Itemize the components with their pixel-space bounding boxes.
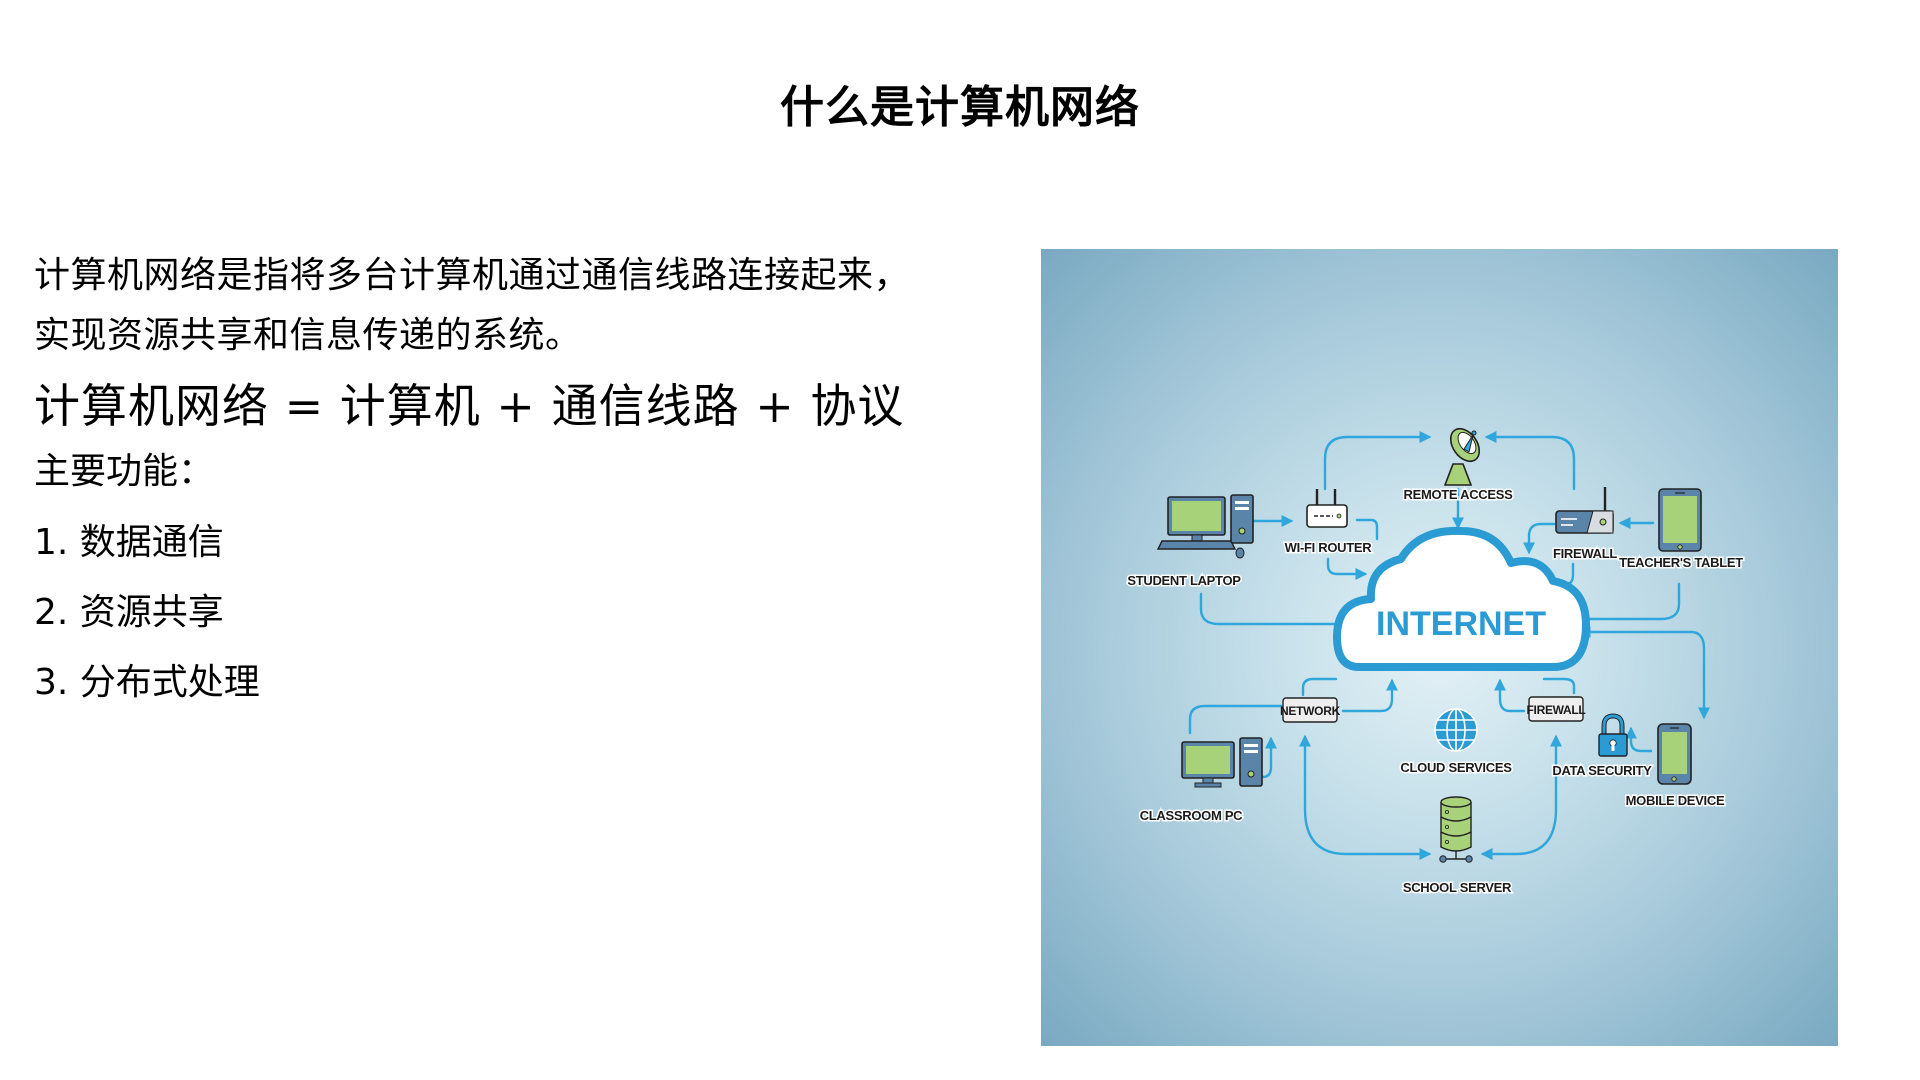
network-diagram: INTERNET REMOTE ACCESS STUDENT LAPTOP bbox=[1126, 427, 1745, 897]
globe-icon bbox=[1434, 708, 1478, 752]
functions-list: 1. 数据通信 2. 资源共享 3. 分布式处理 bbox=[34, 508, 1014, 718]
functions-heading: 主要功能： bbox=[34, 451, 215, 492]
function-item: 3. 分布式处理 bbox=[34, 662, 260, 703]
wifi-router-icon bbox=[1306, 489, 1348, 528]
desktop-computer-icon bbox=[1156, 494, 1254, 559]
label-mobile-device: MOBILE DEVICE bbox=[1626, 793, 1725, 808]
internet-label: INTERNET bbox=[1376, 605, 1546, 643]
label-school-server: SCHOOL SERVER bbox=[1403, 880, 1512, 895]
label-firewall-bottom: FIREWALL bbox=[1527, 703, 1586, 717]
label-remote-access: REMOTE ACCESS bbox=[1403, 487, 1513, 502]
function-item: 2. 资源共享 bbox=[34, 592, 224, 633]
flow-arrows bbox=[1188, 431, 1710, 860]
satellite-dish-icon bbox=[1443, 427, 1481, 486]
label-data-security: DATA SECURITY bbox=[1552, 763, 1652, 778]
label-network: NETWORK bbox=[1280, 704, 1341, 718]
label-teachers-tablet: TEACHER'S TABLET bbox=[1619, 555, 1743, 570]
slide-title: 什么是计算机网络 bbox=[780, 82, 1140, 133]
text-column: 计算机网络是指将多台计算机通过通信线路连接起来， 实现资源共享和信息传递的系统。… bbox=[34, 246, 1014, 718]
network-formula: 计算机网络 = 计算机 + 通信线路 + 协议 bbox=[34, 379, 905, 433]
firewall-box: FIREWALL bbox=[1527, 696, 1586, 722]
label-firewall-top: FIREWALL bbox=[1553, 546, 1617, 561]
classroom-pc-icon bbox=[1181, 737, 1263, 788]
network-box: NETWORK bbox=[1280, 697, 1341, 723]
smartphone-icon bbox=[1657, 723, 1692, 785]
tablet-icon bbox=[1658, 488, 1702, 552]
label-wifi-router: WI-FI ROUTER bbox=[1285, 540, 1373, 555]
function-item: 1. 数据通信 bbox=[34, 522, 224, 563]
internet-cloud: INTERNET bbox=[1333, 526, 1590, 671]
label-student-laptop: STUDENT LAPTOP bbox=[1127, 573, 1241, 588]
label-classroom-pc: CLASSROOM PC bbox=[1140, 808, 1243, 823]
definition-line-2: 实现资源共享和信息传递的系统。 bbox=[34, 315, 582, 356]
definition-line-1: 计算机网络是指将多台计算机通过通信线路连接起来， bbox=[34, 255, 911, 296]
label-cloud-services: CLOUD SERVICES bbox=[1400, 760, 1512, 775]
database-server-icon bbox=[1439, 796, 1473, 863]
padlock-icon bbox=[1598, 713, 1628, 757]
firewall-device-icon bbox=[1555, 487, 1614, 534]
network-diagram-image: INTERNET REMOTE ACCESS STUDENT LAPTOP bbox=[1041, 249, 1838, 1046]
